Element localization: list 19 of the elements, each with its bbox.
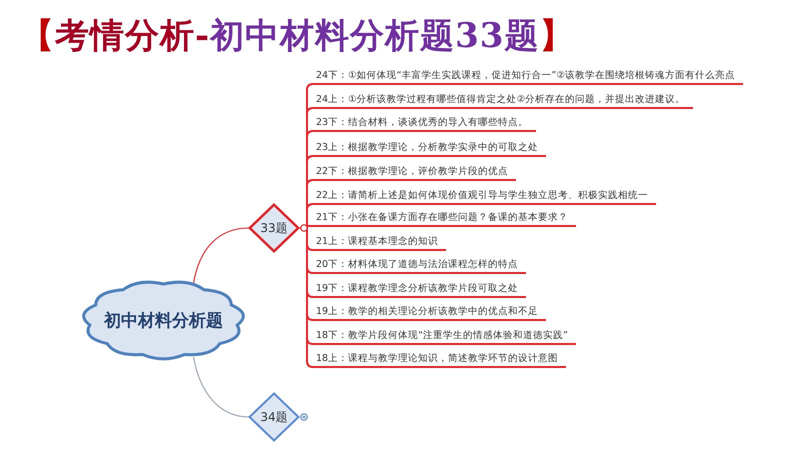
- underlined-topic: 24上：①分析该教学过程有哪些值得肯定之处②分析存在的问题，并提出改进建议。: [312, 93, 694, 109]
- branch-curve: [193, 227, 250, 284]
- underlined-topic: 22上：请简析上述是如何体现价值观引导与学生独立思考、积极实践相统一: [312, 189, 656, 205]
- cloud-topic: 初中材料分析题: [80, 278, 247, 362]
- underlined-topic: 18上：课程与教学理论知识，简述教学环节的设计意图: [312, 352, 566, 368]
- underlined-topic: 18下：教学片段何体现“注重学生的情感体验和道德实践”: [312, 329, 576, 345]
- diamond-topic: 34题: [248, 392, 300, 442]
- underlined-topic: 24下：①如何体现“丰富学生实践课程，促进知行合一”②该教学在围绕培根铸魂方面有什么亮点: [312, 69, 743, 85]
- diamond-topic: 33题: [248, 203, 300, 253]
- underlined-topic: 23上：根据教学理论，分析教学实录中的可取之处: [312, 141, 546, 157]
- branch-curve: [193, 356, 250, 418]
- underlined-topic: 20下：材料体现了道德与法治课程怎样的特点: [312, 258, 526, 274]
- underlined-topic: 21下：小张在备课方面存在哪些问题？备课的基本要求？: [312, 211, 576, 227]
- underlined-topic: 21上：课程基本理念的知识: [312, 235, 446, 251]
- underlined-topic: 19上：教学的相关理论分析该教学中的优点和不足: [312, 305, 546, 321]
- underlined-topic: 19下：课程教学理念分析该教学片段可取之处: [312, 282, 526, 298]
- underlined-topic: 23下：结合材料，谈谈优秀的导入有哪些特点。: [312, 116, 536, 132]
- underlined-topic: 22下：根据教学理论，评价教学片段的优点: [312, 165, 516, 181]
- title: 【考情分析-初中材料分析题33题】: [20, 15, 574, 58]
